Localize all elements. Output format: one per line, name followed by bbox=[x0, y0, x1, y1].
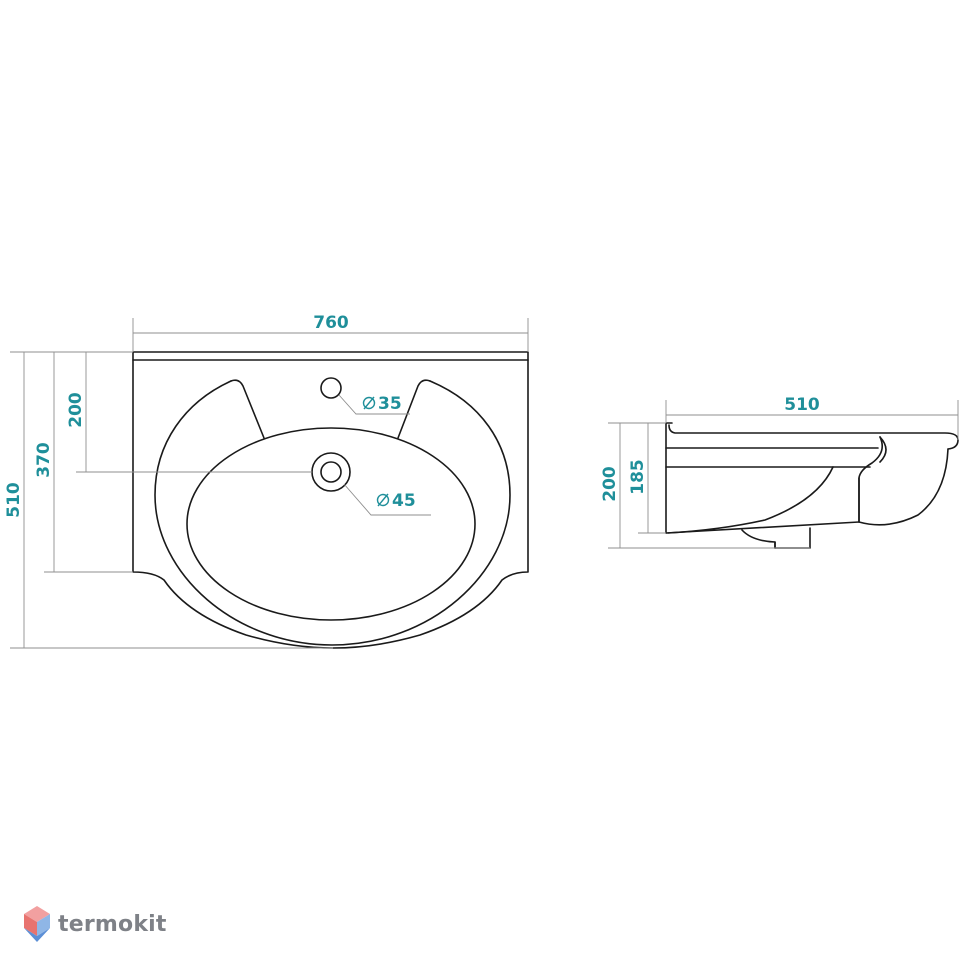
side-drain-trap bbox=[741, 527, 811, 549]
side-bowl-inner bbox=[879, 436, 887, 463]
side-view: 510 200 185 bbox=[600, 395, 959, 549]
tap-hole bbox=[320, 377, 342, 399]
width-label: 760 bbox=[313, 313, 349, 333]
termokit-logo-icon bbox=[24, 906, 50, 942]
rim-wedge-left bbox=[230, 379, 265, 439]
brand-watermark: termokit bbox=[22, 904, 167, 944]
drain-distance-label: 370 bbox=[34, 442, 54, 478]
drain-label: 45 bbox=[392, 491, 416, 511]
tap-distance-label: 200 bbox=[66, 392, 86, 428]
side-base bbox=[665, 521, 860, 534]
basin-outline bbox=[132, 351, 529, 649]
side-depth-label: 510 bbox=[784, 395, 820, 415]
front-view: 760 510 370 200 35 45 bbox=[4, 313, 529, 649]
bowl-outer-edge bbox=[154, 380, 511, 646]
side-bowl-height-label: 185 bbox=[628, 459, 648, 495]
bowl-inner bbox=[186, 427, 476, 621]
brand-name: termokit bbox=[58, 911, 167, 937]
depth-label: 510 bbox=[4, 482, 24, 518]
tap-hole-leader bbox=[338, 394, 410, 415]
drain-inner bbox=[320, 461, 342, 483]
side-bowl-front bbox=[858, 436, 949, 526]
rim-wedge-right bbox=[397, 379, 431, 439]
drain-leader bbox=[343, 483, 431, 516]
drain-outer bbox=[311, 452, 351, 492]
side-rim bbox=[668, 424, 959, 450]
side-sweep-curve bbox=[667, 466, 834, 534]
diameter-symbol-icon bbox=[362, 396, 376, 410]
diameter-symbol-icon bbox=[376, 493, 390, 507]
side-height-label: 200 bbox=[600, 466, 620, 502]
tap-hole-label: 35 bbox=[378, 394, 402, 414]
